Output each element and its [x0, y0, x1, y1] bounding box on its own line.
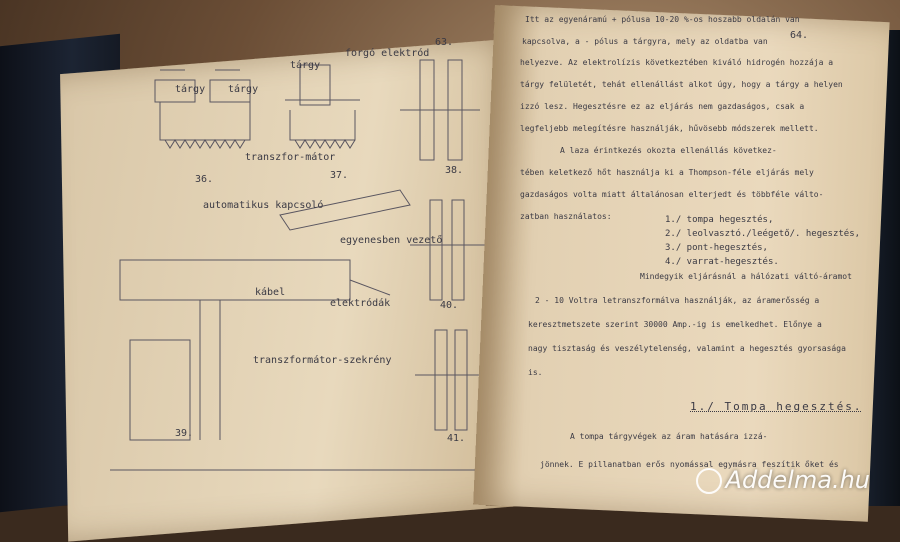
body-line: nagy tisztaság és veszélytelenség, valam…	[528, 344, 846, 353]
figure-number-38: 38.	[445, 165, 464, 176]
body-line: legfeljebb melegítésre használják, hűvös…	[520, 124, 819, 133]
label-targy-right: tárgy	[228, 84, 259, 95]
fig36-coil	[164, 139, 246, 149]
fig39-body	[119, 259, 351, 301]
body-line: jönnek. E pillanatban erős nyomással egy…	[540, 460, 839, 469]
body-line: tében keletkező hőt használja ki a Thomp…	[520, 168, 814, 177]
fig36-workpiece-right	[209, 79, 251, 103]
fig37-electrode	[299, 64, 331, 106]
fig39-switch	[279, 189, 411, 231]
watermark-text: Addelma.hu	[725, 466, 870, 494]
body-line: helyezve. Az elektrolízis következtében …	[520, 58, 834, 67]
figure-number-37: 37.	[330, 170, 349, 181]
body-line: tárgy felületét, tehát ellenállást alkot…	[520, 80, 843, 89]
list-item: 4./ varrat-hegesztés.	[665, 257, 779, 267]
list-item: 1./ tompa hegesztés,	[665, 215, 774, 225]
body-line: kapcsolva, a - pólus a tárgyra, mely az …	[522, 37, 768, 46]
body-line: zatban használatos:	[520, 212, 612, 221]
fig37-coil	[294, 139, 356, 149]
list-item: 2./ leolvasztó./leégető/. hegesztés,	[665, 229, 861, 239]
label-forgo-elektrod: forgó elektród	[345, 48, 430, 59]
label-targy-left: tárgy	[175, 84, 206, 95]
label-transzformator: transzfor-mátor	[245, 152, 336, 163]
right-page-number: 64.	[790, 30, 809, 41]
watermark-icon	[695, 468, 722, 494]
fig36-frame	[159, 102, 251, 141]
body-line: Itt az egyenáramú + pólusa 10-20 %-os ho…	[525, 15, 800, 24]
label-targy-top: tárgy	[290, 60, 321, 71]
section-heading: 1./ Tompa hegesztés.	[690, 400, 863, 413]
left-page-number: 63.	[435, 37, 454, 48]
fig41-electrode-left	[434, 329, 448, 431]
label-egyenesben-vezeto: egyenesben vezető	[340, 235, 443, 246]
label-kabel: kábel	[255, 287, 286, 298]
body-line: gazdaságos volta miatt általánosan elter…	[520, 190, 824, 199]
fig39-electrode	[349, 279, 391, 296]
body-line: 2 - 10 Voltra letranszformálva használjá…	[535, 296, 820, 305]
label-transzformator-szekreny: transzformátor-szekrény	[253, 355, 392, 366]
fig41-electrode-right	[454, 329, 468, 431]
body-line: Mindegyik eljárásnál a hálózati váltó-ár…	[640, 272, 852, 281]
figure-number-36: 36.	[195, 174, 214, 185]
figure-number-39: 39.	[175, 428, 194, 439]
figure-number-40: 40.	[440, 300, 459, 311]
body-line: A laza érintkezés okozta ellenállás köve…	[560, 146, 777, 155]
fig36-workpiece-left	[154, 79, 196, 103]
fig39-cabinet	[129, 339, 191, 441]
technical-drawing	[110, 59, 490, 471]
fig40-electrode-right	[451, 199, 465, 301]
body-line: keresztmetszete szerint 30000 Amp.-ig is…	[528, 320, 822, 329]
label-automatikus-kapcsolo: automatikus kapcsoló	[203, 200, 324, 211]
label-elektrodak: elektródák	[330, 298, 391, 309]
body-line: A tompa tárgyvégek az áram hatására izzá…	[570, 432, 768, 441]
list-item: 3./ pont-hegesztés,	[665, 243, 768, 253]
watermark-logo: Addelma.hu	[695, 466, 870, 494]
fig37-frame	[289, 110, 356, 141]
body-line: izzó lesz. Hegesztésre ez az eljárás nem…	[520, 102, 805, 111]
fig40-electrode-left	[429, 199, 443, 301]
body-line: is.	[528, 368, 543, 377]
figure-number-41: 41.	[447, 433, 466, 444]
